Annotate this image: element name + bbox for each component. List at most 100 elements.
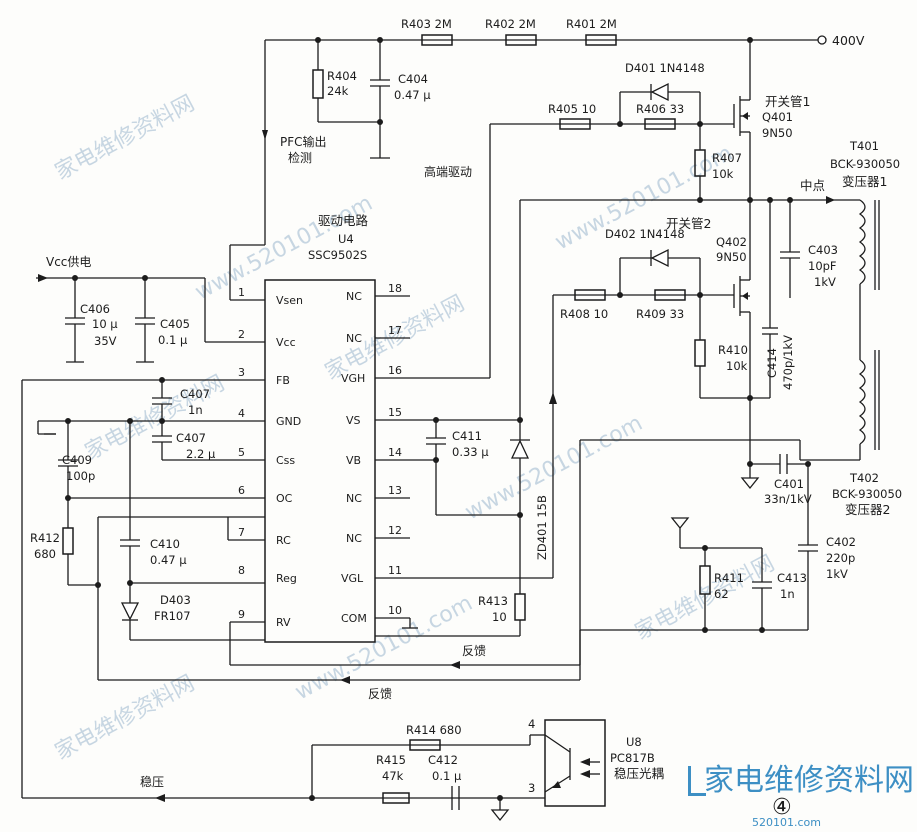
label-c410a: C410 [150,537,180,551]
label-c405b: 0.1 µ [158,333,188,347]
ic-pin-name: COM [341,612,367,625]
ic-pin-number: 8 [238,564,245,577]
label-t402b: BCK-930050 [832,487,902,501]
label-r405: R405 10 [548,102,596,116]
label-r412a: R412 [30,531,60,545]
ic-pin-name: NC [346,532,362,545]
optocoupler-loop: R414 680 R415 47k C412 0.1 µ 4 3 U8 PC81… [309,717,664,822]
label-q402b: Q402 [716,235,747,249]
label-r404b: 24k [327,84,349,98]
label-c407c: C407 [176,431,206,445]
label-c404a: C404 [398,72,428,86]
label-c401b: 33n/1kV [764,492,812,506]
low-side-switch: 开关管2 Q402 9N50 R408 10 R409 33 D402 1N41… [552,200,838,578]
resistor-r404 [312,69,324,99]
ic-pin-number: 15 [388,406,402,419]
ic-pin-number: 11 [388,564,402,577]
resistor-r403 [421,34,453,46]
label-c414: C414 [765,348,779,378]
resistor-r413 [514,593,526,621]
resistor-r406 [644,118,676,130]
label-midpoint: 中点 [800,178,825,193]
label-q401c: 9N50 [762,126,793,140]
label-c402b: 220p [826,551,855,565]
opto-pin-4: 4 [528,717,535,731]
ic-part: SSC9502S [308,248,367,262]
ic-pin-number: 6 [238,484,245,497]
label-c407d: 2.2 µ [186,447,216,461]
label-u8c: 稳压光耦 [614,766,664,781]
watermark-layer: 家电维修资料网 www.520101.com 家电维修资料网 家电维修资料网 w… [51,91,779,765]
ic-pin-name: NC [346,332,362,345]
label-t401a: T401 [849,139,879,153]
label-q401a: 开关管1 [765,94,810,109]
label-u8b: PC817B [610,751,655,765]
label-c410b: 0.47 µ [150,553,187,567]
label-r415a: R415 [376,753,406,767]
logo-text: 家电维修资料网 [704,763,914,798]
resistor-r409 [654,289,686,301]
ic-pin-number: 10 [388,604,402,617]
ic-pin-name: VS [346,414,361,427]
label-r411a: R411 [714,571,744,585]
label-400v: 400V [832,33,865,48]
ic-pin-name: RV [276,616,291,629]
label-t401b: BCK-930050 [830,157,900,171]
label-c411a: C411 [452,429,482,443]
ic-pin-number: 5 [238,446,245,459]
label-c401a: C401 [774,477,804,491]
ic-pin-name: VGH [341,372,365,385]
ic-pin-name: NC [346,290,362,303]
label-d403b: FR107 [154,609,191,623]
label-r413a: R413 [478,594,508,608]
resistor-r402 [505,34,537,46]
label-c406b: 10 µ [92,317,118,331]
label-t401c: 变压器1 [842,174,887,189]
ic-pin-name: VB [346,454,361,467]
resistor-r410 [694,339,706,367]
transformers: T401 BCK-930050 变压器1 T402 BCK-930050 变压器… [800,139,902,517]
label-r414: R414 680 [406,723,462,737]
label-r410b: 10k [726,359,748,373]
label-pfc-2: 检测 [288,150,312,165]
label-c407a: C407 [180,387,210,401]
ic-pin-number: 13 [388,484,402,497]
label-r411b: 62 [714,587,729,601]
ic-pin-number: 12 [388,524,402,537]
resistor-r401 [585,34,617,46]
label-c403b: 10pF [808,259,837,273]
label-c409a: C409 [62,453,92,467]
label-d403a: D403 [160,593,191,607]
ic-pin-number: 3 [238,366,245,379]
label-c407b: 1n [188,403,203,417]
label-c411b: 0.33 µ [452,445,489,459]
ic-pin-number: 17 [388,324,402,337]
ic-pin-name: GND [276,415,301,428]
ic-u4-body [264,279,376,643]
ic-u4: 驱动电路 U4 SSC9502S 1Vsen2Vcc3FB4GND5Css6OC… [238,213,418,643]
watermark-url: www.520101.com [461,411,647,526]
label-c405a: C405 [160,317,190,331]
label-c413a: C413 [777,571,807,585]
bootstrap-network: C411 0.33 µ ZD401 15B R413 10 [375,377,557,637]
label-c402a: C402 [826,535,856,549]
ic-pin-name: Vsen [276,294,303,307]
label-zd401: ZD401 15B [535,495,549,560]
watermark-text: 家电维修资料网 [51,91,199,185]
label-q402a: 开关管2 [666,216,711,231]
opto-pin-3: 3 [528,781,535,795]
ic-pin-number: 4 [238,407,245,420]
label-c409b: 100p [66,469,95,483]
label-t402a: T402 [849,471,879,485]
label-d402: D402 1N4148 [605,227,685,241]
label-c403a: C403 [808,243,838,257]
ic-pin-name: NC [346,492,362,505]
ic-pin-name: Vcc [276,336,296,349]
ic-pin-number: 18 [388,282,402,295]
high-side-switch: 开关管1 Q401 9N50 R405 10 R406 33 D401 1N41… [424,40,810,378]
ic-ref: U4 [338,232,354,246]
label-q401b: Q401 [762,110,793,124]
midpoint-node: 中点 [519,178,835,420]
